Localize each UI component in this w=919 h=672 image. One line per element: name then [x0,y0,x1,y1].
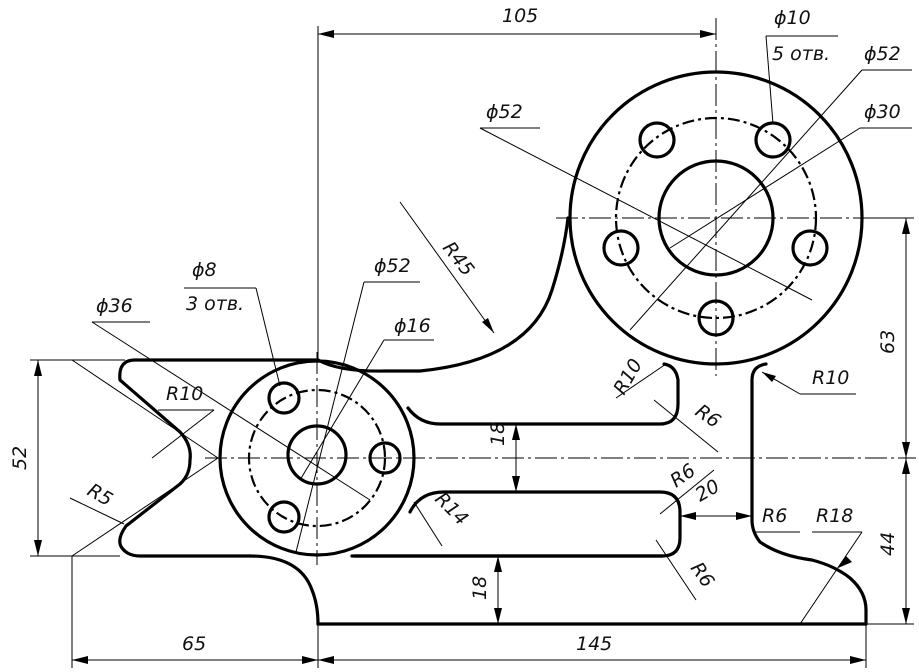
arrowheads [34,30,910,664]
dim-d10-leader [765,35,774,125]
label-18-gap: 18 [487,422,509,446]
dim-r6-slot-bottom-leader [655,539,697,601]
arrow-18-gap-bottom [512,476,520,492]
label-r18: R18 [816,505,853,527]
label-r45: R45 [438,238,478,281]
arrow-65-left [72,656,88,664]
dim-r6-slot-top-leader [653,399,719,453]
arrow-44-top [902,458,910,474]
dim-d8-leader [255,287,281,387]
label-145: 145 [576,633,612,655]
left-notch-line-bottom [71,457,219,557]
base-bottom-edge [316,608,868,626]
dim-r5-leader [69,497,125,525]
arrow-63-top [902,218,910,234]
dim-r10-slot-leader [615,363,667,399]
label-d52-right-b: ϕ52 [486,101,523,123]
arrow-r18 [838,556,852,568]
label-d30: ϕ30 [864,101,901,123]
label-r14: R14 [430,488,472,530]
label-63: 63 [877,330,899,354]
right-bolt-hole-left [602,229,640,267]
label-r6-slot-bottom: R6 [686,558,719,591]
label-3-holes: 3 отв. [186,293,244,315]
arrow-145-right [850,656,866,664]
label-d36: ϕ36 [96,295,133,317]
right-leg-edge [750,362,868,612]
label-r5: R5 [84,479,117,511]
dim-d52-left-leader [295,281,365,553]
arrow-105-left [318,30,334,38]
dim-d36-leader [91,321,371,501]
label-d10-holes: ϕ10 [774,7,811,29]
label-d52-right-a: ϕ52 [864,43,901,65]
label-r6-right: R6 [762,505,787,527]
label-18-bottom: 18 [469,576,491,600]
arrow-52-top [34,360,42,376]
arrow-r10-right [762,372,776,382]
part-outline [118,70,868,626]
label-r10-slot: R10 [609,355,647,398]
dim-r18-leader [799,531,863,625]
label-d16: ϕ16 [394,315,431,337]
arrow-r45 [482,318,494,333]
left-bolt-circle [247,388,387,528]
upper-slot [406,362,680,426]
label-65: 65 [182,633,206,655]
label-r6-slot-top: R6 [691,400,724,433]
arrow-63-bottom [902,442,910,458]
arrow-52-bottom [34,540,42,556]
arrow-65-right [302,656,318,664]
r45-connecting-arc [316,216,570,373]
dim-d16-leader [299,339,385,481]
label-d8-holes: ϕ8 [192,259,217,281]
arrow-145-left [318,656,334,664]
label-r10-right: R10 [812,367,849,389]
right-bolt-circle [614,116,818,320]
label-44: 44 [877,532,899,556]
arrow-18-bottom-top [494,556,502,572]
arrow-18-gap-top [512,424,520,440]
arrow-44-bottom [902,608,910,624]
label-r10-left: R10 [166,383,203,405]
lower-slot [353,490,682,558]
label-105: 105 [502,5,538,27]
base-left-fillet [248,554,320,626]
right-bolt-hole-top-left [638,121,676,159]
left-arm-top-edge [118,358,320,558]
arrow-20-left [680,512,696,520]
dim-d52-right-b-leader [479,127,813,301]
label-52-height: 52 [9,446,31,470]
dim-r6-slot-mid-leader [659,469,715,515]
left-notch-line-top [71,359,219,459]
center-lines [205,18,916,565]
label-5-holes: 5 отв. [772,43,830,65]
left-bolt-hole-top [267,381,301,415]
label-d52-left: ϕ52 [374,255,411,277]
dim-d30-leader [669,127,861,249]
arrow-20-right [736,512,752,520]
right-bolt-hole-right [791,229,829,267]
arrow-105-right [700,30,716,38]
left-bolt-hole-bottom [267,500,301,534]
dim-r45-leader [399,201,495,334]
arrow-18-bottom-bottom [494,608,502,624]
dimension-lines [30,26,914,668]
dim-r14-leader [413,501,443,547]
